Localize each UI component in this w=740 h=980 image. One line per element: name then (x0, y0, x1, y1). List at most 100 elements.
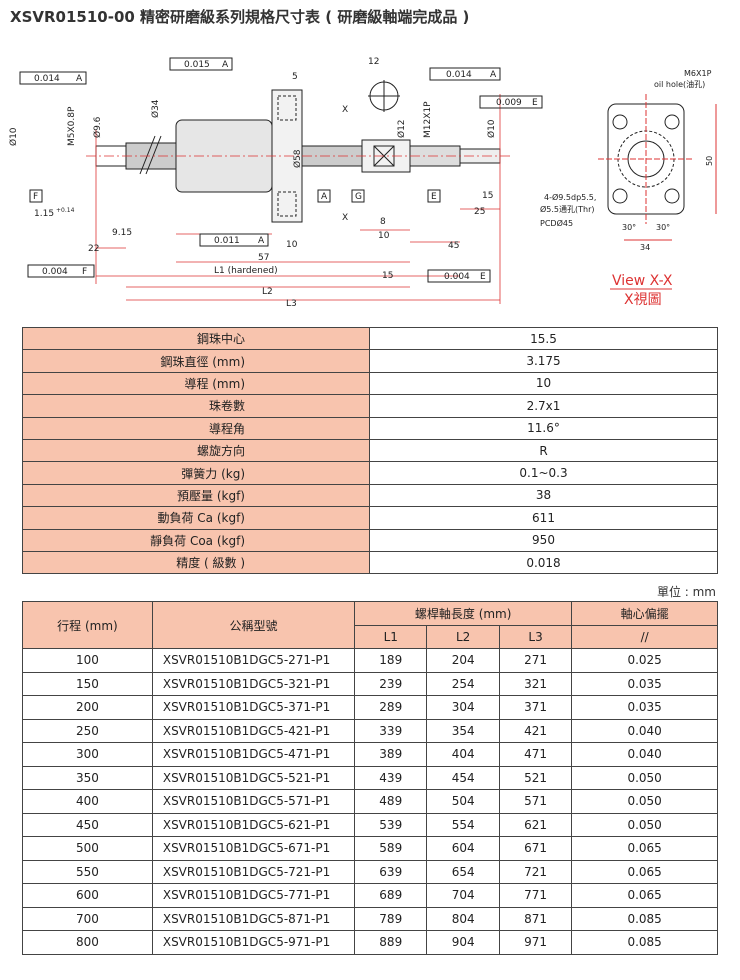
model-cell: XSVR01510B1DGC5-371-P1 (151, 695, 356, 720)
svg-text:X視圖: X視圖 (624, 292, 662, 308)
l1-cell: 489 (354, 789, 428, 814)
svg-text:F: F (82, 267, 87, 277)
model-cell: XSVR01510B1DGC5-421-P1 (151, 718, 356, 743)
svg-text:10: 10 (286, 240, 298, 250)
stroke-cell: 450 (22, 812, 153, 837)
spec-label: 彈簧力 (kg) (22, 461, 370, 485)
svg-text:L2: L2 (262, 287, 273, 297)
l1-cell: 239 (354, 671, 428, 696)
spec-value: 950 (369, 528, 718, 552)
svg-text:M12X1P: M12X1P (423, 101, 433, 138)
runout-left: 0.014 (34, 74, 60, 84)
l2-cell: 804 (426, 906, 500, 931)
svg-text:30°: 30° (656, 223, 670, 232)
svg-text:oil hole(油孔): oil hole(油孔) (654, 79, 705, 89)
l2-cell: 654 (426, 859, 500, 884)
l2-cell: 204 (426, 648, 500, 673)
col-runout: 軸心偏擺 (571, 601, 718, 626)
svg-text:X: X (342, 213, 348, 223)
runout-cell: 0.040 (571, 718, 718, 743)
l2-cell: 904 (426, 930, 500, 955)
spec-label: 導程 (mm) (22, 371, 370, 396)
svg-text:57: 57 (258, 253, 269, 263)
runout-cell: 0.065 (571, 883, 718, 908)
l1-cell: 189 (354, 648, 428, 673)
stroke-cell: 500 (22, 836, 153, 861)
svg-text:8: 8 (380, 217, 386, 227)
svg-text:A: A (490, 70, 497, 80)
svg-text:15: 15 (482, 191, 493, 201)
svg-text:Ø10: Ø10 (486, 119, 497, 138)
svg-text:15: 15 (382, 271, 393, 281)
svg-text:L3: L3 (286, 299, 297, 309)
l2-cell: 554 (426, 812, 500, 837)
svg-text:50: 50 (705, 156, 714, 166)
runout-cell: 0.035 (571, 695, 718, 720)
page-title: XSVR01510-00 精密研磨級系列規格尺寸表 ( 研磨級軸端完成品 ) (10, 8, 470, 26)
l2-cell: 304 (426, 695, 500, 720)
spec-value: 3.175 (369, 349, 718, 373)
l3-cell: 871 (498, 906, 573, 931)
svg-text:1.15: 1.15 (34, 209, 54, 219)
spec-row: 導程 (mm)10 (22, 371, 718, 396)
stroke-cell: 700 (22, 906, 153, 931)
spec-row: 動負荷 Ca (kgf)611 (22, 506, 718, 530)
runout-cell: 0.050 (571, 765, 718, 790)
svg-text:A: A (76, 74, 83, 84)
model-cell: XSVR01510B1DGC5-321-P1 (151, 671, 356, 696)
svg-text:4-Ø9.5dp5.5,: 4-Ø9.5dp5.5, (544, 192, 596, 202)
model-cell: XSVR01510B1DGC5-521-P1 (151, 765, 356, 790)
l1-cell: 689 (354, 883, 428, 908)
l3-cell: 721 (498, 859, 573, 884)
col-l1: L1 (354, 624, 428, 649)
l3-cell: 471 (498, 742, 573, 767)
stroke-cell: 100 (22, 648, 153, 673)
stroke-cell: 350 (22, 765, 153, 790)
l2-cell: 604 (426, 836, 500, 861)
l1-cell: 439 (354, 765, 428, 790)
spec-value: 11.6° (369, 416, 718, 440)
svg-text:12: 12 (368, 57, 379, 67)
spec-value: 10 (369, 371, 718, 396)
svg-text:L1 (hardened): L1 (hardened) (214, 266, 278, 276)
engineering-drawing: 0.014 A Ø10 M5X0.8P Ø9.6 Ø34 F 1.15 +0.1… (8, 57, 717, 309)
runout-cell: 0.065 (571, 859, 718, 884)
model-cell: XSVR01510B1DGC5-871-P1 (151, 906, 356, 931)
spec-value: 15.5 (369, 326, 718, 351)
l2-cell: 504 (426, 789, 500, 814)
l2-cell: 354 (426, 718, 500, 743)
spec-label: 動負荷 Ca (kgf) (22, 506, 370, 530)
l1-cell: 539 (354, 812, 428, 837)
svg-text:E: E (532, 98, 538, 108)
stroke-cell: 800 (22, 930, 153, 955)
l2-cell: 254 (426, 671, 500, 696)
spec-label: 鋼珠中心 (22, 326, 370, 351)
model-cell: XSVR01510B1DGC5-621-P1 (151, 812, 356, 837)
svg-text:45: 45 (448, 241, 459, 251)
l3-cell: 671 (498, 836, 573, 861)
svg-text:Ø34: Ø34 (150, 99, 161, 118)
l1-cell: 289 (354, 695, 428, 720)
model-cell: XSVR01510B1DGC5-771-P1 (151, 883, 356, 908)
l2-cell: 454 (426, 765, 500, 790)
svg-text:9.15: 9.15 (112, 228, 132, 238)
stroke-cell: 200 (22, 695, 153, 720)
model-cell: XSVR01510B1DGC5-571-P1 (151, 789, 356, 814)
svg-text:30°: 30° (622, 223, 636, 232)
l3-cell: 971 (498, 930, 573, 955)
svg-text:Ø58: Ø58 (292, 149, 303, 168)
spec-label: 導程角 (22, 416, 370, 440)
svg-text:0.011: 0.011 (214, 236, 240, 246)
svg-text:F: F (33, 192, 38, 202)
l1-cell: 589 (354, 836, 428, 861)
stroke-cell: 400 (22, 789, 153, 814)
svg-text:0.015: 0.015 (184, 60, 210, 70)
l1-cell: 339 (354, 718, 428, 743)
